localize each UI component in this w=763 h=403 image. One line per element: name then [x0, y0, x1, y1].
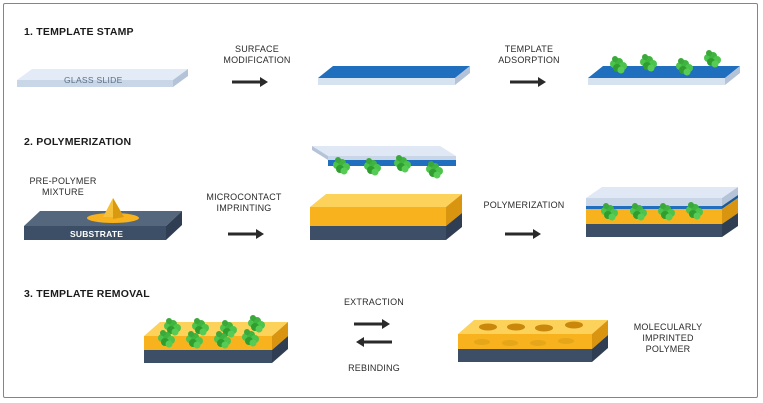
- substrate-with-droplet: [24, 198, 182, 240]
- arrow-microcontact-imprinting: [226, 227, 266, 241]
- template-slide: [588, 50, 740, 85]
- arrow-rebinding: [356, 337, 392, 347]
- arrow-surface-modification: [230, 75, 270, 89]
- surface-modification-label: SURFACE MODIFICATION: [212, 44, 302, 66]
- section-title-polymerization: 2. POLYMERIZATION: [24, 136, 132, 148]
- mip-line-1: MOLECULARLY: [633, 322, 703, 332]
- rebinding-label: REBINDING: [348, 363, 400, 373]
- assembled-sandwich: [586, 187, 738, 237]
- mip-line-3: POLYMER: [645, 344, 691, 354]
- polymerization-step-label: POLYMERIZATION: [483, 200, 565, 210]
- arrow-extraction: [352, 317, 392, 331]
- surface-modification-line-2: MODIFICATION: [223, 55, 291, 65]
- modified-slide: [318, 66, 470, 85]
- microcontact-line-2: IMPRINTING: [216, 203, 272, 213]
- pre-polymer-line-2: MIXTURE: [42, 187, 84, 197]
- surface-modification-line-1: SURFACE: [235, 44, 279, 54]
- microcontact-imprinting-label: MICROCONTACT IMPRINTING: [196, 192, 292, 214]
- substrate-label: SUBSTRATE: [70, 229, 124, 239]
- pre-polymer-line-1: PRE-POLYMER: [29, 176, 97, 186]
- microcontact-line-1: MICROCONTACT: [206, 192, 282, 202]
- pre-polymer-mixture-label: PRE-POLYMER MIXTURE: [20, 176, 106, 198]
- mip-line-2: IMPRINTED: [642, 333, 694, 343]
- glass-slide-label: GLASS SLIDE: [64, 75, 123, 85]
- glass-slide: [17, 69, 188, 87]
- template-adsorption-line-1: TEMPLATE: [504, 44, 554, 54]
- arrow-polymerization: [503, 227, 543, 241]
- section-title-template-removal: 3. TEMPLATE REMOVAL: [24, 288, 150, 300]
- section-title-template-stamp: 1. TEMPLATE STAMP: [24, 26, 134, 38]
- molecularly-imprinted-polymer-label: MOLECULARLY IMPRINTED POLYMER: [620, 322, 716, 355]
- arrow-template-adsorption: [508, 75, 548, 89]
- extraction-label: EXTRACTION: [343, 297, 404, 307]
- polymer-with-templates: [144, 315, 288, 363]
- imprinted-polymer: [458, 320, 608, 362]
- polymer-block: [310, 194, 462, 240]
- template-adsorption-line-2: ADSORPTION: [498, 55, 560, 65]
- template-adsorption-label: TEMPLATE ADSORPTION: [484, 44, 574, 66]
- stamp-inverted: [312, 146, 456, 179]
